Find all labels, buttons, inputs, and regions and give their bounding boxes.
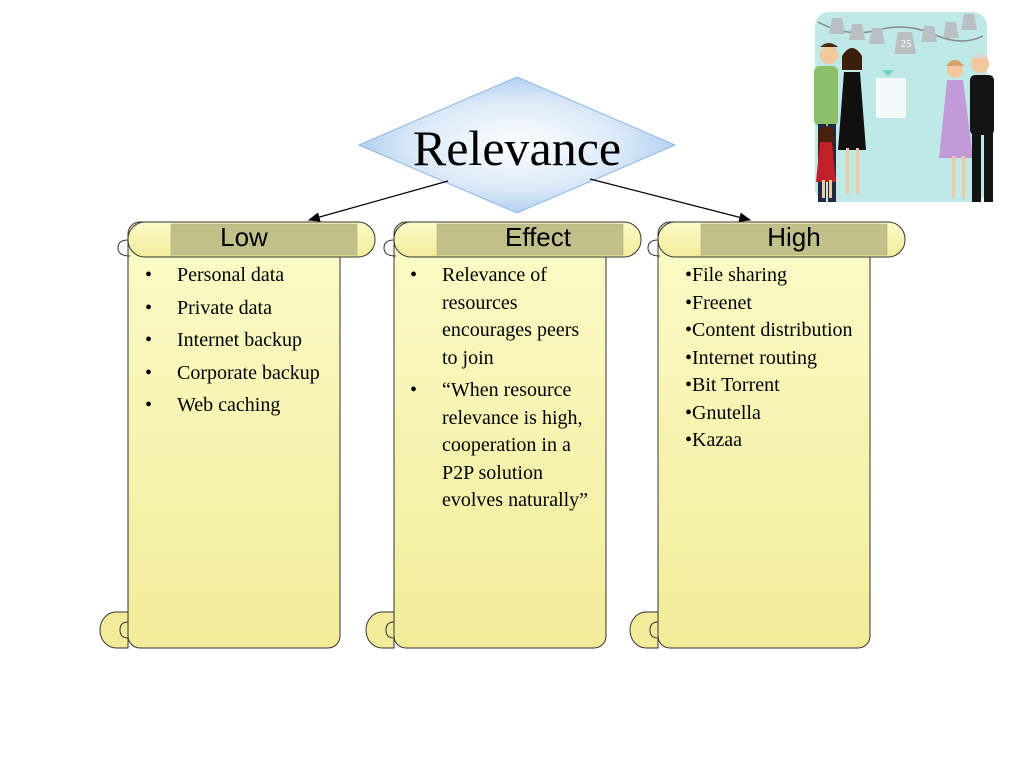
column-header-effect: Effect <box>504 222 571 252</box>
arrow-to-low <box>307 180 449 222</box>
title-diamond <box>357 76 677 214</box>
scroll-high <box>629 221 906 649</box>
list-item: Corporate backup <box>137 360 332 388</box>
column-body-low: Personal data Private data Internet back… <box>137 262 332 425</box>
list-item: •Freenet <box>685 291 752 314</box>
column-body-effect: Relevance of resources encourages peers … <box>402 262 597 520</box>
list-item: •Content distribution <box>685 319 853 341</box>
slide-number: 25 <box>900 38 912 50</box>
list-item: Personal data <box>137 262 332 290</box>
list-item: •Bit Torrent <box>685 374 780 396</box>
column-header-high: High <box>767 222 821 252</box>
bullet-list: Personal data Private data Internet back… <box>137 262 332 420</box>
bullet-list: •File sharing •Freenet •Content distribu… <box>685 262 855 455</box>
arrow-to-high <box>589 178 752 222</box>
list-item: •Kazaa <box>685 429 742 451</box>
slide-title: Relevance <box>412 120 622 176</box>
list-item: •File sharing <box>685 264 787 286</box>
list-item: Private data <box>137 295 332 323</box>
list-item: •Gnutella <box>685 401 761 424</box>
header-band <box>170 223 358 256</box>
list-item: Web caching <box>137 392 332 420</box>
list-item: Relevance of resources encourages peers … <box>402 262 597 372</box>
header-band <box>700 223 888 256</box>
list-item: Internet backup <box>137 327 332 355</box>
wedding-family-clipart <box>814 12 994 202</box>
list-item: “When resource relevance is high, cooper… <box>402 377 597 515</box>
header-band <box>436 223 624 256</box>
bullet-list: Relevance of resources encourages peers … <box>402 262 597 515</box>
list-item: •Internet routing <box>685 346 817 369</box>
column-body-high: •File sharing •Freenet •Content distribu… <box>685 262 855 455</box>
column-header-low: Low <box>220 222 268 252</box>
